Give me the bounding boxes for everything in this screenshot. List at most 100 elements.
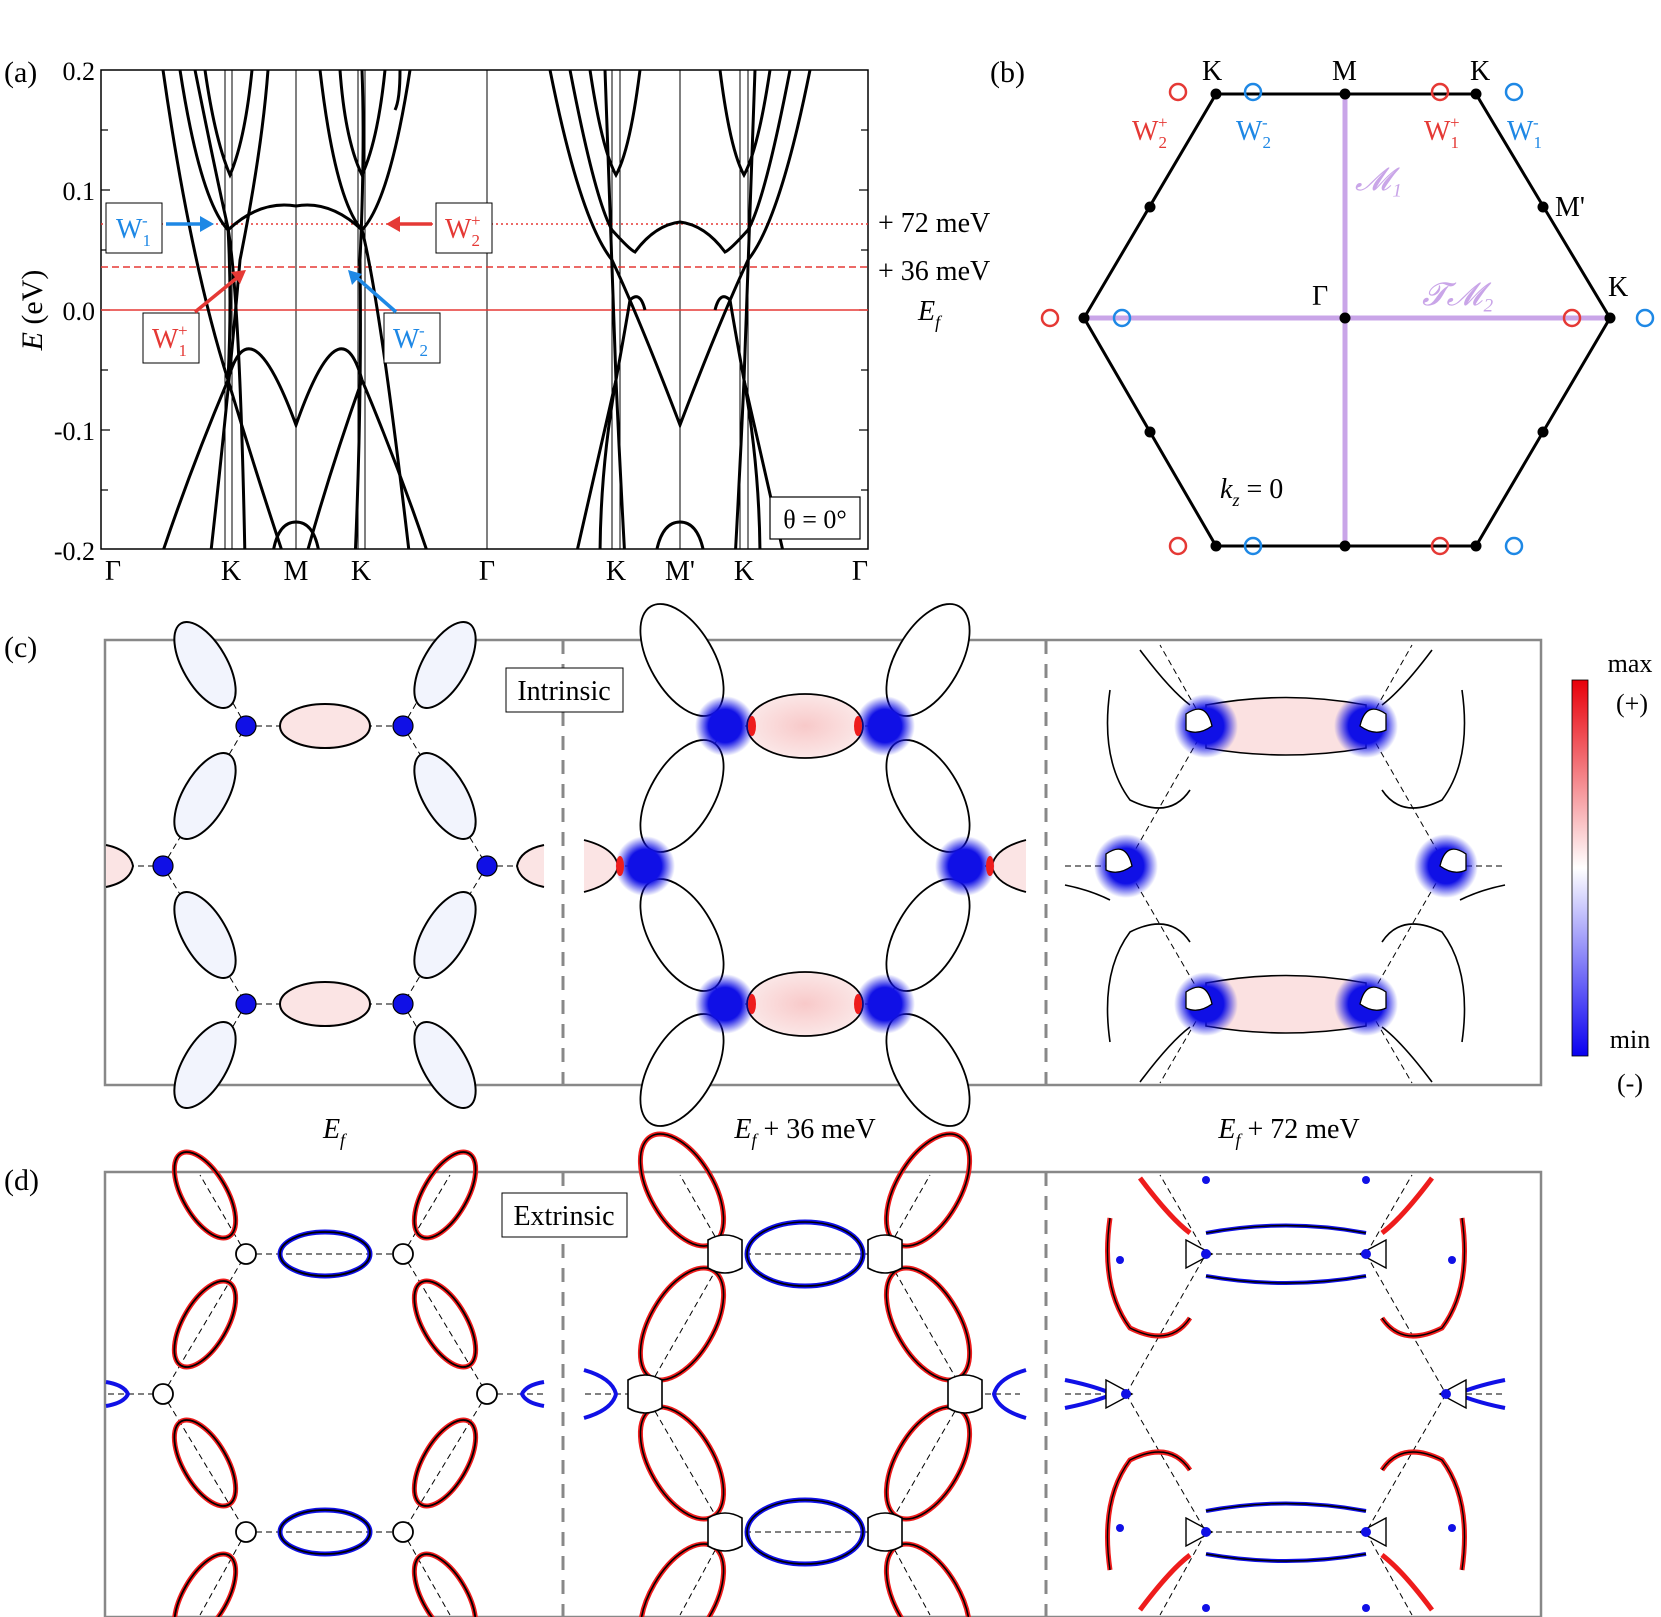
panel-b: (b) K M K M' K Γ xyxy=(990,56,1655,556)
band xyxy=(306,379,364,549)
colorbar: max (+) min (-) xyxy=(1571,649,1653,1098)
y-tick-labels: 0.2 0.1 0.0 -0.1 -0.2 xyxy=(54,57,95,566)
col-label-ef: Ef xyxy=(322,1114,348,1150)
band xyxy=(318,70,411,549)
colorbar-max: max xyxy=(1608,649,1653,678)
mirror-label-tm2: 𝓣𝓜₂ xyxy=(1422,276,1493,312)
xtick: M xyxy=(284,556,309,587)
band-plot xyxy=(100,69,869,550)
fermi-surface-c3 xyxy=(1064,644,1506,1084)
panel-c-label: (c) xyxy=(4,631,37,664)
label-w2-plus: W2+ xyxy=(1132,113,1168,152)
point-gamma: Γ xyxy=(1312,281,1328,312)
panel-a: (a) E (eV) 0.2 0.1 0.0 -0.1 -0.2 xyxy=(4,56,990,587)
ytick: 0.1 xyxy=(63,177,96,206)
arrow-head xyxy=(386,216,400,232)
label-w2-minus: W2- xyxy=(1236,113,1271,152)
point-m: M xyxy=(1332,56,1357,87)
col-label-72: Ef + 72 meV xyxy=(1217,1114,1359,1150)
annotation-w2-minus: W2- xyxy=(393,321,428,360)
band xyxy=(718,70,772,179)
fermi-surface-c2 xyxy=(583,603,1027,1127)
intrinsic-label: Intrinsic xyxy=(517,676,610,707)
xtick: K xyxy=(606,556,626,587)
xtick: K xyxy=(351,556,371,587)
band xyxy=(360,379,428,549)
fermi-surface-d2 xyxy=(583,1131,1027,1617)
band xyxy=(588,70,642,179)
panel-c: (c) xyxy=(4,603,1543,1127)
fermi-surface-d1 xyxy=(105,1149,545,1617)
xtick: Γ xyxy=(852,556,868,587)
band xyxy=(162,379,230,549)
annotation-w1-minus: W1- xyxy=(116,211,151,250)
arrow-head xyxy=(348,270,362,285)
bz-labels: K M K M' K Γ xyxy=(1202,56,1628,312)
y-axis-label: E (eV) xyxy=(16,270,49,352)
point-m-prime: M' xyxy=(1555,192,1585,223)
xtick: Γ xyxy=(479,556,495,587)
annotation-box xyxy=(435,202,493,254)
label-w1-plus: W1+ xyxy=(1424,113,1460,152)
colorbar-plus: (+) xyxy=(1616,689,1648,718)
energy-label-36: + 36 meV xyxy=(878,256,990,287)
fermi-surface-c1 xyxy=(105,621,545,1109)
ytick: 0.2 xyxy=(63,57,96,86)
col-label-36: Ef + 36 meV xyxy=(733,1114,875,1150)
annotation-w2-plus: W2+ xyxy=(445,211,481,250)
annotation-box xyxy=(142,312,200,364)
colorbar-gradient xyxy=(1571,679,1589,1057)
vertex-label: K xyxy=(1608,272,1628,303)
kz-label: kz = 0 xyxy=(1220,474,1283,510)
label-w1-minus: W1- xyxy=(1507,113,1542,152)
panel-d-frame xyxy=(103,1170,1543,1617)
xtick: Γ xyxy=(105,556,121,587)
bands xyxy=(161,70,812,549)
annotation-w1-plus: W1+ xyxy=(152,321,188,360)
annotation-box xyxy=(105,202,163,254)
panel-a-label: (a) xyxy=(4,56,37,89)
band xyxy=(193,70,247,549)
band xyxy=(272,520,320,549)
band xyxy=(203,70,254,179)
arrow-head xyxy=(231,270,246,284)
band xyxy=(226,227,232,381)
band xyxy=(353,70,365,549)
band xyxy=(568,70,792,254)
band xyxy=(734,70,757,549)
panel-d-label: (d) xyxy=(4,1164,39,1197)
arrow-head xyxy=(200,216,214,232)
band xyxy=(598,379,618,549)
band xyxy=(178,70,412,233)
bz-points xyxy=(1078,88,1616,552)
ytick: -0.1 xyxy=(54,417,95,446)
weyl-annotations-a: W1- W2+ W1+ W2- xyxy=(105,202,493,364)
theta-label: θ = 0° xyxy=(783,505,847,534)
energy-labels: + 72 meV + 36 meV Ef xyxy=(878,208,990,332)
band xyxy=(742,379,762,549)
ytick: 0.0 xyxy=(63,297,96,326)
band xyxy=(575,295,647,549)
fermi-surface-d3 xyxy=(1064,1174,1506,1616)
colorbar-minus: (-) xyxy=(1617,1069,1643,1098)
band xyxy=(393,70,402,111)
energy-label-ef: Ef xyxy=(917,296,943,332)
band xyxy=(713,295,785,549)
band xyxy=(548,70,812,430)
colorbar-min: min xyxy=(1610,1025,1650,1054)
band xyxy=(226,347,364,430)
vertex-label: K xyxy=(1202,56,1222,87)
xtick: K xyxy=(221,556,241,587)
arrow xyxy=(354,275,398,314)
arrow xyxy=(193,275,240,314)
band xyxy=(603,70,626,549)
intrinsic-tag: Intrinsic xyxy=(505,667,624,713)
extrinsic-tag: Extrinsic xyxy=(501,1192,628,1238)
xtick: M' xyxy=(665,556,695,587)
energy-label-72: + 72 meV xyxy=(878,208,990,239)
panel-d: (d) xyxy=(4,1131,1543,1617)
x-tick-labels: Γ K M K Γ K M' K Γ xyxy=(105,556,868,587)
band xyxy=(655,520,705,549)
weyl-labels-b: W2+ W2- W1+ W1- xyxy=(1132,113,1542,152)
